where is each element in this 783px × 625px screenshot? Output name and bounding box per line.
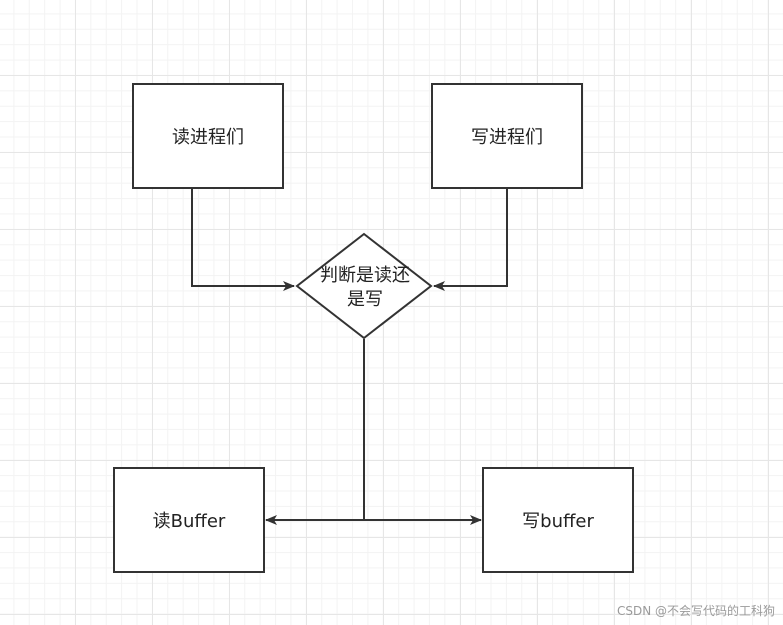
- node-write-buffer[interactable]: 写buffer: [482, 467, 634, 573]
- connector-read-to-decision: [191, 189, 295, 291]
- node-write-buffer-label: 写buffer: [522, 511, 594, 532]
- node-decision-label-line2: 是写: [347, 289, 383, 310]
- node-read-buffer-label: 读Buffer: [153, 511, 226, 532]
- node-decision[interactable]: 判断是读还 是写: [295, 232, 433, 340]
- node-decision-label-line1: 判断是读还: [320, 265, 410, 286]
- node-write-processes[interactable]: 写进程们: [431, 83, 583, 189]
- node-write-processes-label: 写进程们: [471, 127, 543, 148]
- node-read-processes-label: 读进程们: [172, 127, 244, 148]
- node-read-buffer[interactable]: 读Buffer: [113, 467, 265, 573]
- node-read-processes[interactable]: 读进程们: [132, 83, 284, 189]
- connector-write-to-decision: [433, 189, 508, 291]
- watermark: CSDN @不会写代码的工科狗: [616, 604, 775, 618]
